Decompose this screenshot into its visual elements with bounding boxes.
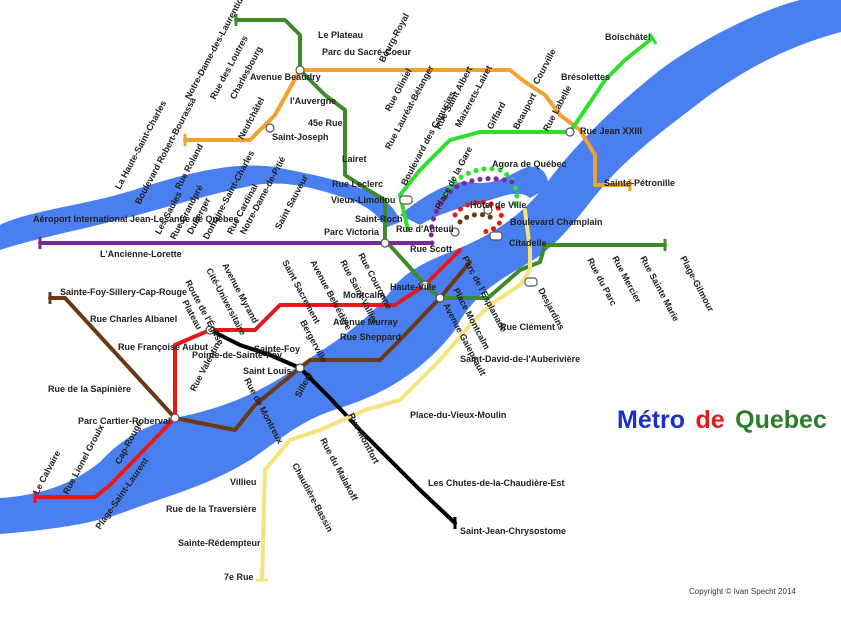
station-label: Parc Victoria — [324, 227, 380, 237]
station-label: Vieux-Limoilou — [331, 195, 395, 205]
station-label: Rue Clément — [500, 322, 555, 332]
station-label: Place-du-Vieux-Moulin — [410, 410, 506, 420]
station-label: Citadelle — [509, 238, 547, 248]
station-label: Saint-David-de-l'Auberivière — [460, 354, 580, 364]
station-label: Sainte-Rédempteur — [178, 538, 261, 548]
black-line — [208, 328, 457, 525]
station-label: 45e Rue — [308, 118, 343, 128]
station-label: Rue Montfort — [346, 411, 381, 465]
green-line — [234, 18, 667, 300]
station-label: Rue Jean XXIII — [580, 126, 642, 136]
station-label: Rue Sheppard — [340, 332, 401, 342]
station-label: Pointe-de-Sainte-Foy — [192, 350, 282, 360]
river — [0, 0, 841, 534]
station-label: l'Auvergne — [290, 96, 336, 106]
station-label: Saint Louis — [243, 366, 292, 376]
station-label: Haute-Ville — [390, 282, 436, 292]
station-label: Saint-Jean-Chrysostome — [460, 526, 566, 536]
station-label: Rue Charles Albanel — [90, 314, 177, 324]
station-label: Les Chutes-de-la-Chaudière-Est — [428, 478, 565, 488]
station-label: Parc du Sacré-Coeur — [322, 47, 412, 57]
station-label: Aéroport International Jean-Lesange de Q… — [33, 214, 239, 224]
station-label: Neufchâtel — [236, 96, 266, 141]
station-label: Plage-Gilmour — [678, 254, 716, 313]
station-label: Boischâtel — [605, 32, 651, 42]
station-label: Rue Françoise Aubut — [118, 342, 208, 352]
lime-line — [398, 38, 652, 232]
station-label: Sainte-Foy — [254, 344, 300, 354]
station-label: Rue Leclerc — [332, 179, 383, 189]
station-label: Rue Labelle — [541, 84, 574, 133]
yellow-line — [260, 208, 532, 582]
title-part-1: Métro — [617, 406, 685, 434]
station-label: Villieu — [230, 477, 256, 487]
station-label: Parc Cartier-Roberval — [78, 416, 171, 426]
station-label: Chaudière-Bassin — [290, 461, 335, 533]
map-title: Métro de Quebec — [617, 406, 827, 434]
station-label: Avenue Murray — [333, 317, 398, 327]
station-label: Montcalm — [343, 290, 385, 300]
station-label: Rue de la Sapinière — [48, 384, 131, 394]
line-end-ticks — [33, 14, 667, 582]
station-label: Saint-Joseph — [272, 132, 329, 142]
station-label: Rue d'Auteuil — [396, 224, 454, 234]
station-label: Sainte-Foy-Sillery-Cap-Rouge — [60, 287, 187, 297]
title-part-3: Quebec — [735, 406, 827, 434]
station-label: Avenue Beaudry — [250, 72, 321, 82]
title-part-2: de — [696, 406, 725, 434]
interchange-markers — [170, 65, 575, 423]
dotted-loop-green — [442, 166, 520, 208]
dotted-loop-purple — [428, 176, 515, 246]
station-label: Rue du Malakoff — [318, 436, 360, 503]
station-label: Giffard — [485, 100, 508, 131]
saint-charles-river — [0, 165, 400, 250]
station-label: Rue Scott — [410, 244, 452, 254]
dotted-loop-red — [452, 199, 504, 235]
station-label: Brésolettes — [561, 72, 610, 82]
station-label: Rue de la Traversière — [166, 504, 257, 514]
station-label: 7e Rue — [224, 572, 254, 582]
station-label: La Haute-Saint-Charles — [113, 99, 168, 191]
station-label: Courville — [531, 47, 558, 86]
orange-line — [183, 68, 632, 187]
copyright-notice: Copyright © Ivan Specht 2014 — [689, 587, 796, 596]
dotted-loop-brown — [457, 212, 498, 225]
station-label: L'Ancienne-Lorette — [100, 249, 182, 259]
station-label: Boulevard Champlain — [510, 217, 603, 227]
station-label: Lairet — [342, 154, 367, 164]
station-label: Sainte-Pétronille — [604, 178, 675, 188]
station-label: Rue Sainte Marie — [638, 254, 681, 323]
station-label: Le Plateau — [318, 30, 363, 40]
station-label: Agora de Québec — [492, 159, 567, 169]
station-label: Beauport — [511, 91, 538, 131]
station-label: Hôtel de Ville — [470, 200, 526, 210]
station-label: Saint-Roch — [355, 214, 403, 224]
